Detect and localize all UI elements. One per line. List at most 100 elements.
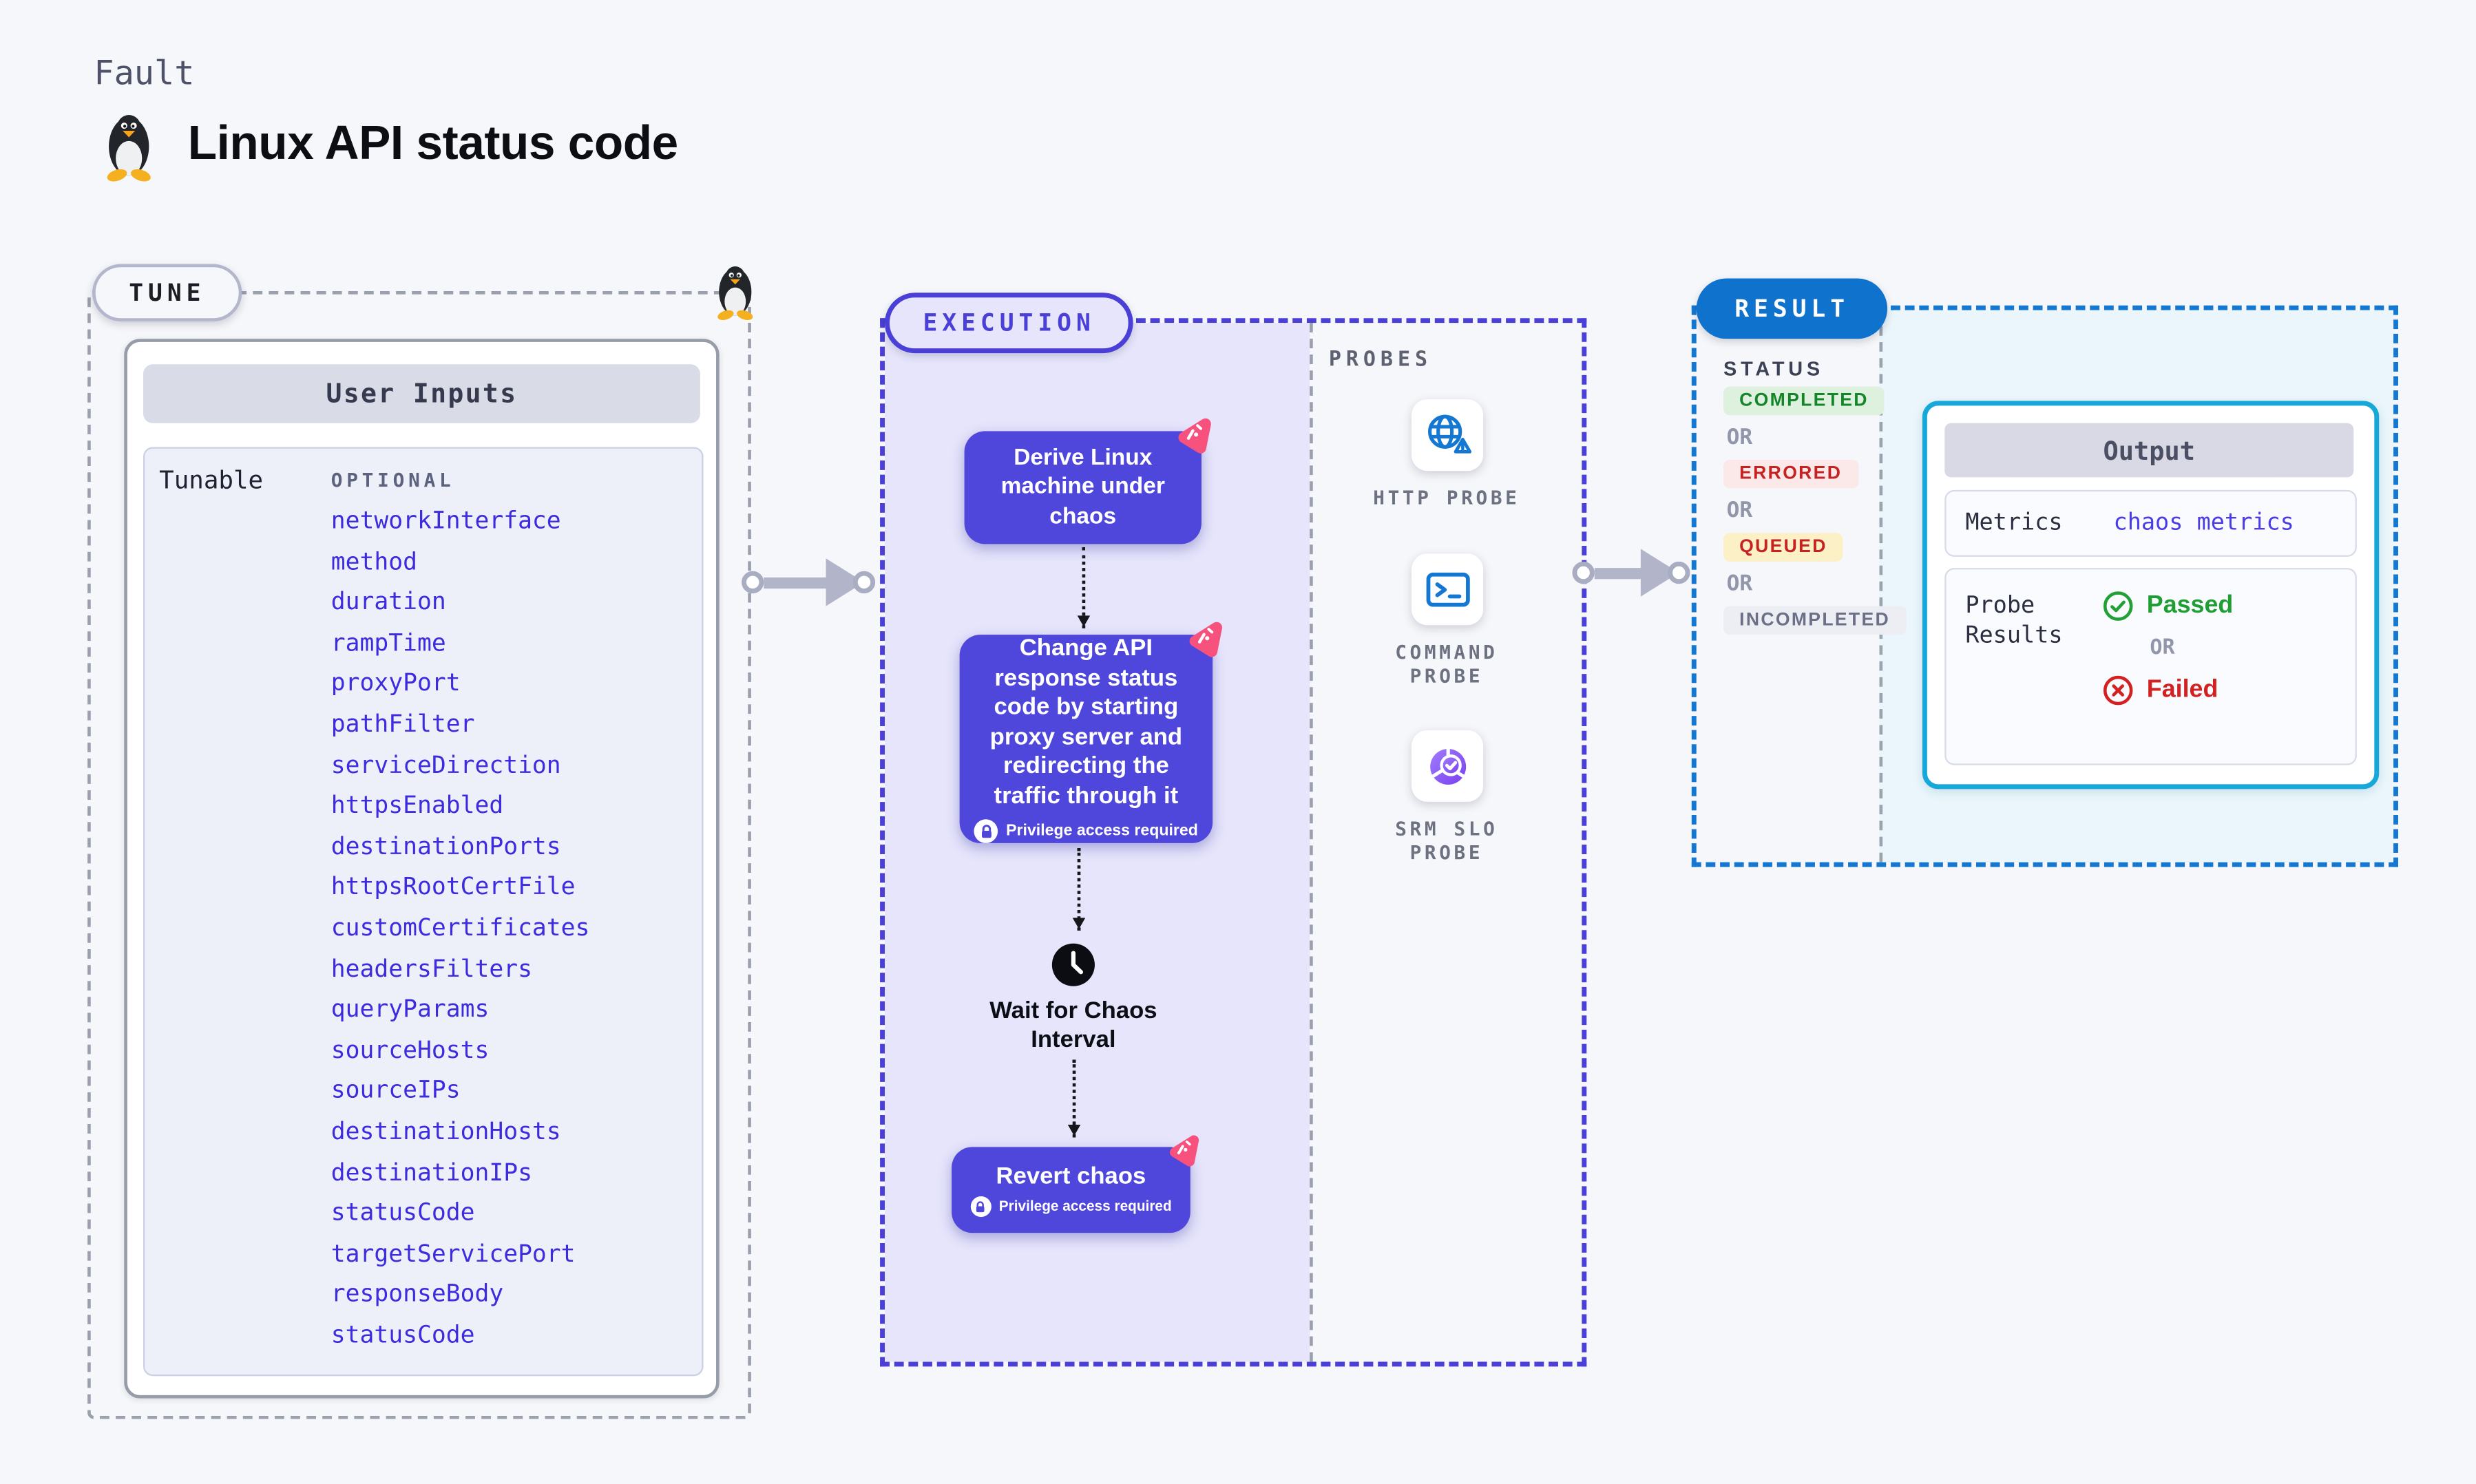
arrow-shaft bbox=[1594, 566, 1643, 579]
status-badge-queued: QUEUED bbox=[1723, 533, 1843, 562]
param-link[interactable]: destinationIPs bbox=[331, 1157, 532, 1186]
http-probe-label: HTTP PROBE bbox=[1373, 487, 1520, 509]
status-badge-completed: COMPLETED bbox=[1723, 386, 1885, 416]
param-link[interactable]: statusCode bbox=[331, 1198, 475, 1227]
execution-section-box: Derive Linux machine under chaos Change … bbox=[880, 318, 1587, 1367]
tune-to-execution-arrow bbox=[742, 558, 876, 606]
check-circle-icon bbox=[2103, 591, 2133, 621]
execution-pill: EXECUTION bbox=[885, 293, 1134, 354]
or-label: OR bbox=[1726, 498, 1753, 524]
result-section-box: STATUS COMPLETED OR ERRORED OR QUEUED OR… bbox=[1691, 305, 2398, 867]
command-probe-label: COMMAND PROBE bbox=[1395, 641, 1498, 688]
x-circle-icon bbox=[2103, 675, 2133, 706]
lock-icon bbox=[974, 819, 998, 843]
param-link[interactable]: httpsEnabled bbox=[331, 791, 504, 820]
arrow-shaft bbox=[764, 576, 828, 588]
param-link[interactable]: duration bbox=[331, 587, 446, 616]
param-link[interactable]: destinationHosts bbox=[331, 1116, 561, 1145]
param-link[interactable]: statusCode bbox=[331, 1320, 475, 1349]
connector-dot bbox=[742, 571, 764, 594]
param-link[interactable]: sourceHosts bbox=[331, 1035, 490, 1064]
flow-connector bbox=[1072, 847, 1086, 931]
failed-label: Failed bbox=[2146, 676, 2218, 703]
param-link[interactable]: responseBody bbox=[331, 1279, 504, 1308]
optional-column-header: OPTIONAL bbox=[331, 469, 455, 492]
privilege-note: Privilege access required bbox=[1006, 822, 1198, 840]
output-header: Output bbox=[1944, 423, 2354, 478]
tunables-panel: Tunable OPTIONAL networkInterface method… bbox=[143, 447, 704, 1377]
tune-section-box bbox=[87, 290, 751, 1419]
lock-icon bbox=[970, 1196, 992, 1217]
revert-chaos-node: Revert chaos Privilege access required bbox=[952, 1147, 1190, 1233]
connector-dot bbox=[852, 571, 876, 594]
param-link[interactable]: customCertificates bbox=[331, 913, 590, 942]
command-probe-card bbox=[1412, 553, 1484, 626]
output-card: Output Metrics chaos metrics Probe Resul… bbox=[1922, 401, 2380, 789]
param-link[interactable]: rampTime bbox=[331, 628, 446, 657]
tune-pill: TUNE bbox=[92, 264, 242, 321]
wait-for-chaos-label: Wait for Chaos Interval bbox=[989, 997, 1157, 1054]
user-inputs-card: User Inputs Tunable OPTIONAL networkInte… bbox=[124, 339, 720, 1399]
status-badge-errored: ERRORED bbox=[1723, 459, 1858, 489]
probes-divider bbox=[1310, 323, 1313, 1362]
revert-chaos-label: Revert chaos bbox=[996, 1163, 1146, 1191]
or-label: OR bbox=[1726, 571, 1753, 597]
chaos-flag-icon bbox=[1173, 414, 1215, 456]
connector-dot bbox=[1668, 561, 1690, 584]
http-probe-card bbox=[1412, 399, 1484, 471]
probes-column-header: PROBES bbox=[1328, 348, 1433, 372]
failed-row: Failed bbox=[2102, 675, 2233, 706]
param-link[interactable]: sourceIPs bbox=[331, 1076, 461, 1105]
chaos-flag-icon bbox=[1165, 1131, 1203, 1169]
privilege-row: Privilege access required bbox=[970, 1196, 1172, 1217]
probe-results-row: Probe Results Passed OR bbox=[1944, 568, 2357, 765]
status-column-header: STATUS bbox=[1723, 358, 1824, 381]
step-derive-machine-label: Derive Linux machine under chaos bbox=[1000, 445, 1165, 530]
param-link[interactable]: serviceDirection bbox=[331, 750, 561, 779]
user-inputs-header: User Inputs bbox=[143, 364, 700, 423]
tunable-param-list: networkInterface method duration rampTim… bbox=[331, 505, 590, 1349]
execution-to-result-arrow bbox=[1572, 549, 1690, 597]
param-link[interactable]: networkInterface bbox=[331, 505, 561, 535]
status-badge-incompleted: INCOMPLETED bbox=[1723, 606, 1907, 635]
param-link[interactable]: method bbox=[331, 547, 417, 575]
privilege-row: Privilege access required bbox=[974, 819, 1198, 843]
param-link[interactable]: pathFilter bbox=[331, 709, 475, 739]
result-divider bbox=[1879, 310, 1883, 862]
param-link[interactable]: proxyPort bbox=[331, 668, 461, 698]
privilege-note: Privilege access required bbox=[998, 1198, 1172, 1215]
srm-slo-probe-card bbox=[1412, 730, 1484, 802]
or-label: OR bbox=[1726, 425, 1753, 451]
metrics-label: Metrics bbox=[1965, 510, 2063, 536]
param-link[interactable]: destinationPorts bbox=[331, 831, 561, 860]
step-derive-machine-node: Derive Linux machine under chaos bbox=[964, 431, 1202, 544]
page-title: Linux API status code bbox=[187, 118, 678, 171]
slo-donut-icon bbox=[1429, 747, 1466, 784]
flow-connector bbox=[1077, 547, 1091, 628]
probe-results-label: Probe Results bbox=[1965, 593, 2063, 649]
result-pill: RESULT bbox=[1696, 278, 1888, 339]
terminal-icon bbox=[1425, 571, 1469, 606]
fault-eyebrow: Fault bbox=[94, 54, 195, 93]
globe-alert-icon bbox=[1427, 414, 1471, 453]
param-link[interactable]: targetServicePort bbox=[331, 1238, 576, 1268]
probe-results-values: Passed OR Failed bbox=[2102, 590, 2233, 763]
linux-tux-corner-icon bbox=[716, 266, 755, 321]
clock-icon bbox=[1049, 940, 1098, 990]
connector-dot bbox=[1572, 561, 1595, 584]
passed-row: Passed bbox=[2102, 590, 2233, 622]
chaos-metrics-link[interactable]: chaos metrics bbox=[2113, 510, 2294, 536]
linux-tux-icon bbox=[105, 114, 152, 183]
or-label: OR bbox=[2150, 636, 2175, 661]
param-link[interactable]: headersFilters bbox=[331, 953, 532, 983]
param-link[interactable]: queryParams bbox=[331, 994, 490, 1024]
param-link[interactable]: httpsRootCertFile bbox=[331, 872, 576, 901]
passed-label: Passed bbox=[2146, 591, 2234, 619]
flow-connector bbox=[1067, 1059, 1081, 1138]
status-list: COMPLETED OR ERRORED OR QUEUED OR INCOMP… bbox=[1723, 386, 1907, 635]
step-change-status-code-node: Change API response status code by start… bbox=[959, 635, 1213, 843]
srm-slo-probe-label: SRM SLO PROBE bbox=[1395, 817, 1498, 864]
tunable-row-label: Tunable bbox=[159, 466, 264, 495]
step-change-status-code-label: Change API response status code by start… bbox=[989, 635, 1183, 809]
